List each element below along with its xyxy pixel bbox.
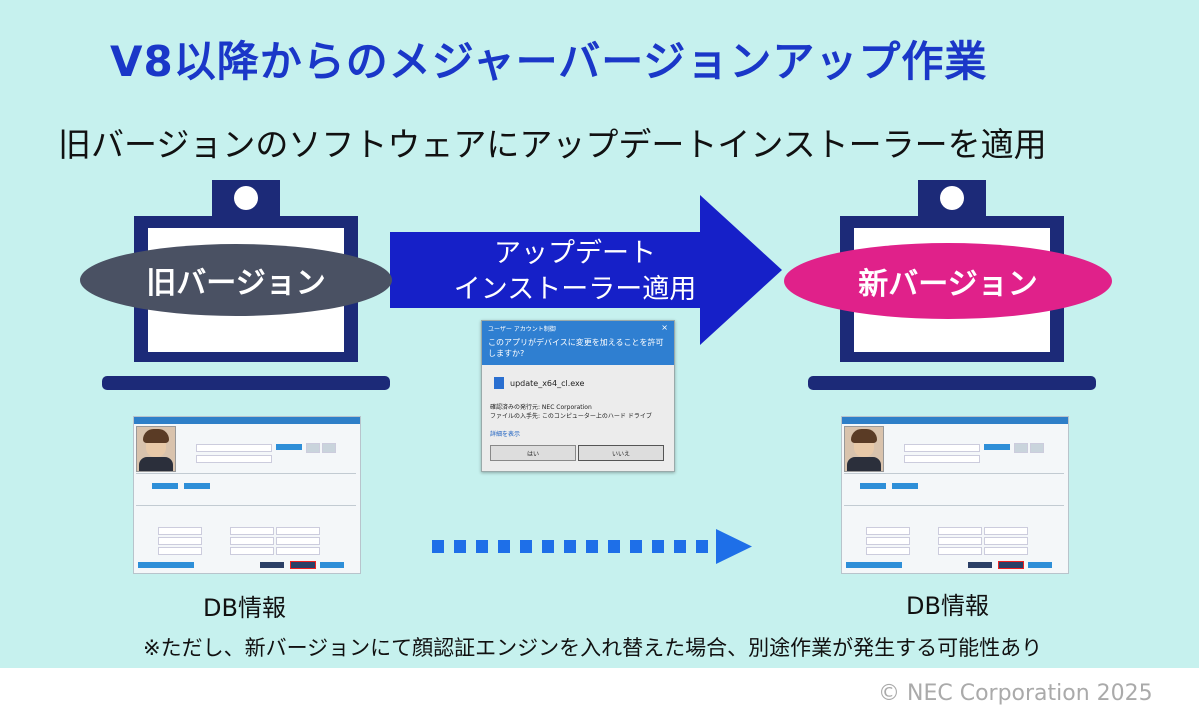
- db-screenshot-left: [133, 416, 361, 574]
- screenshot-field: [938, 547, 982, 555]
- screenshot-button: [1028, 562, 1052, 568]
- page-title: V8以降からのメジャーバージョンアップ作業: [110, 37, 988, 86]
- screenshot-field: [938, 537, 982, 545]
- photo-suit: [847, 457, 881, 471]
- screenshot-button: [320, 562, 344, 568]
- app-file-icon: [494, 377, 504, 389]
- photo-hair: [143, 429, 169, 443]
- uac-publisher-info: 確認済みの発行元: NEC Corporation ファイルの入手先: このコン…: [490, 403, 652, 421]
- screenshot-divider: [844, 505, 1064, 506]
- laptop-base: [102, 376, 390, 390]
- uac-caption: ユーザー アカウント制御: [488, 326, 556, 333]
- person-photo-icon: [844, 426, 884, 472]
- screenshot-button: [984, 444, 1010, 450]
- db-info-label-right: DB情報: [906, 592, 989, 620]
- screenshot-divider: [844, 473, 1064, 474]
- screenshot-field: [196, 455, 272, 463]
- screenshot-button: [290, 561, 316, 569]
- screenshot-divider: [136, 473, 356, 474]
- footnote: ※ただし、新バージョンにて顔認証エンジンを入れ替えた場合、別途作業が発生する可能…: [143, 636, 1043, 660]
- screenshot-field: [158, 537, 202, 545]
- old-version-label: 旧バージョン: [146, 266, 326, 301]
- page-subtitle: 旧バージョンのソフトウェアにアップデートインストーラーを適用: [58, 125, 1047, 164]
- screenshot-button: [860, 483, 886, 489]
- photo-hair: [851, 429, 877, 443]
- screenshot-field: [322, 443, 336, 453]
- screenshot-button: [998, 561, 1024, 569]
- screenshot-field: [904, 444, 980, 452]
- uac-file-name: update_x64_cl.exe: [510, 379, 585, 388]
- screenshot-titlebar: [134, 417, 360, 424]
- screenshot-field: [984, 537, 1028, 545]
- screenshot-button: [138, 562, 194, 568]
- screenshot-field: [276, 527, 320, 535]
- no-button[interactable]: いいえ: [578, 445, 664, 461]
- new-version-label: 新バージョン: [858, 267, 1038, 302]
- laptop-icon: [808, 180, 1096, 390]
- screenshot-button: [968, 562, 992, 568]
- screenshot-field: [158, 547, 202, 555]
- db-info-label-left: DB情報: [203, 594, 286, 622]
- screenshot-field: [158, 527, 202, 535]
- screenshot-field: [276, 537, 320, 545]
- new-version-ellipse: 新バージョン: [784, 243, 1112, 319]
- arrow-right-icon: [390, 195, 782, 345]
- screenshot-field: [230, 537, 274, 545]
- screenshot-field: [866, 547, 910, 555]
- screenshot-button: [152, 483, 178, 489]
- screenshot-button: [846, 562, 902, 568]
- screenshot-divider: [136, 505, 356, 506]
- screenshot-field: [1030, 443, 1044, 453]
- screenshot-field: [938, 527, 982, 535]
- person-photo-icon: [136, 426, 176, 472]
- old-version-ellipse: 旧バージョン: [80, 244, 392, 316]
- uac-origin: ファイルの入手先: このコンピューター上のハード ドライブ: [490, 413, 652, 420]
- screenshot-field: [904, 455, 980, 463]
- arrow-label-line2: インストーラー適用: [453, 274, 697, 305]
- screenshot-field: [276, 547, 320, 555]
- screenshot-button: [892, 483, 918, 489]
- screenshot-field: [230, 527, 274, 535]
- copyright: © NEC Corporation 2025: [878, 681, 1153, 706]
- screenshot-titlebar: [842, 417, 1068, 424]
- uac-question: このアプリがデバイスに変更を加えることを許可しますか?: [488, 338, 664, 358]
- laptop-base: [808, 376, 1096, 390]
- uac-dialog: ユーザー アカウント制御 × このアプリがデバイスに変更を加えることを許可します…: [481, 320, 675, 472]
- close-icon[interactable]: ×: [661, 323, 668, 332]
- webcam-icon: [940, 186, 964, 210]
- uac-header: ユーザー アカウント制御 × このアプリがデバイスに変更を加えることを許可します…: [482, 321, 674, 365]
- uac-details-link[interactable]: 詳細を表示: [490, 431, 521, 438]
- screenshot-field: [230, 547, 274, 555]
- screenshot-field: [984, 547, 1028, 555]
- uac-publisher: 確認済みの発行元: NEC Corporation: [490, 404, 592, 411]
- screenshot-field: [984, 527, 1028, 535]
- photo-suit: [139, 457, 173, 471]
- arrow-label: アップデート インストーラー適用: [420, 236, 730, 308]
- screenshot-field: [196, 444, 272, 452]
- arrow-label-line1: アップデート: [494, 238, 656, 269]
- screenshot-button: [260, 562, 284, 568]
- dotted-arrow-icon: [432, 529, 752, 564]
- webcam-icon: [234, 186, 258, 210]
- screenshot-button: [276, 444, 302, 450]
- screenshot-field: [866, 527, 910, 535]
- db-screenshot-right: [841, 416, 1069, 574]
- screenshot-button: [184, 483, 210, 489]
- screenshot-field: [866, 537, 910, 545]
- yes-button[interactable]: はい: [490, 445, 576, 461]
- screenshot-field: [306, 443, 320, 453]
- screenshot-field: [1014, 443, 1028, 453]
